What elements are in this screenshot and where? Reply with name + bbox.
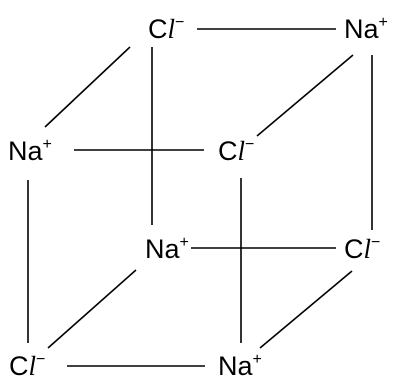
ion-labels: Cl− Na+ Na+ Cl− Na+ Cl− Cl− Na+ xyxy=(8,14,388,381)
ion-na-front-top-left: Na+ xyxy=(8,136,52,166)
edge-diag-bottom-left xyxy=(47,269,137,349)
ion-na-back-top-right: Na+ xyxy=(344,14,388,44)
lattice-edges xyxy=(27,28,373,367)
ion-na-front-bottom-right: Na+ xyxy=(218,351,262,381)
ion-cl-front-top-right: Cl− xyxy=(218,136,254,166)
ion-cl-back-bottom-right: Cl− xyxy=(344,234,380,264)
edge-diag-top-right xyxy=(256,54,354,137)
ion-cl-back-top-left: Cl− xyxy=(148,14,184,44)
ion-cl-front-bottom-left: Cl− xyxy=(9,351,45,381)
ion-na-back-bottom-left: Na+ xyxy=(145,234,189,264)
edge-diag-top-left xyxy=(44,46,131,128)
edge-diag-bottom-right xyxy=(259,270,353,349)
